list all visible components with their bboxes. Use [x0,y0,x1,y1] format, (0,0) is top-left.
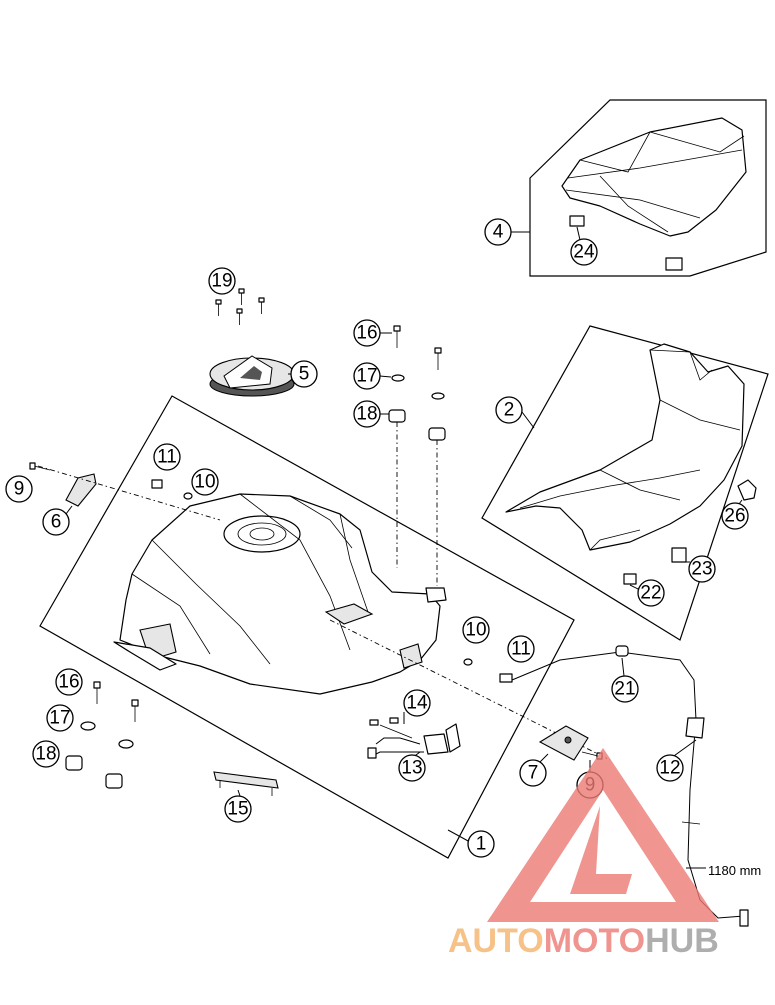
svg-text:17: 17 [356,366,377,387]
callout-6[interactable]: 6 [42,508,70,536]
seat-buffer[interactable] [623,547,687,585]
seat-bracket[interactable] [737,479,757,501]
svg-text:7: 7 [528,763,539,784]
svg-text:10: 10 [194,472,215,493]
tank-mount-washer-bottom[interactable] [80,721,134,749]
svg-text:4: 4 [493,222,504,243]
frame-fuel-tank [39,395,575,859]
callout-4[interactable]: 4 [484,218,512,246]
callout-2[interactable]: 2 [495,396,523,424]
tank-mount-washer-top[interactable] [391,374,445,400]
callout-1[interactable]: 1 [467,830,495,858]
nut-left[interactable] [151,479,163,489]
tank-side-bracket-right[interactable] [538,725,589,761]
washer-right[interactable] [463,658,473,666]
svg-text:17: 17 [49,708,70,729]
callout-5[interactable]: 5 [290,360,318,388]
svg-text:22: 22 [640,583,661,604]
svg-text:6: 6 [51,512,62,533]
callout-18-bottom[interactable]: 18 [32,740,60,768]
svg-text:2: 2 [504,400,515,421]
passenger-seat-rubber-buffer[interactable] [569,215,683,271]
callout-26[interactable]: 26 [721,502,749,530]
svg-text:9: 9 [14,479,25,500]
callout-22[interactable]: 22 [637,579,665,607]
svg-text:1: 1 [476,834,487,855]
fuel-cap[interactable] [209,355,295,397]
svg-text:16: 16 [356,323,377,344]
hose-length-label: 1180 mm [708,863,761,878]
tank-trim-strip[interactable] [213,771,279,796]
svg-text:18: 18 [35,744,56,765]
callout-11-left[interactable]: 11 [153,443,181,471]
callout-17-top[interactable]: 17 [353,362,381,390]
svg-text:11: 11 [157,447,177,468]
tank-mount-screw-top[interactable] [393,325,442,370]
svg-text:14: 14 [406,693,428,714]
tank-mount-screw-bottom[interactable] [93,681,139,722]
automotohub-watermark-logo: AUTOMOTOHUB [448,748,719,960]
callout-13[interactable]: 13 [398,754,426,782]
frame-passenger-seat [529,99,767,277]
callout-10-left[interactable]: 10 [191,468,219,496]
callout-12[interactable]: 12 [656,754,684,782]
svg-text:5: 5 [299,364,310,385]
callout-17-bottom[interactable]: 17 [46,704,74,732]
nut-right[interactable] [499,673,513,683]
callout-7[interactable]: 7 [519,759,547,787]
callout-21[interactable]: 21 [611,675,639,703]
tank-mount-rubber-bottom[interactable] [65,755,123,789]
svg-text:13: 13 [401,758,422,779]
callout-16-bottom[interactable]: 16 [55,668,83,696]
svg-text:26: 26 [724,506,745,527]
callout-23[interactable]: 23 [688,555,716,583]
hose-clamp[interactable] [615,645,629,657]
callout-15[interactable]: 15 [224,795,252,823]
svg-text:21: 21 [614,679,635,700]
callout-19[interactable]: 19 [208,267,236,295]
svg-text:18: 18 [356,404,377,425]
fuel-tank[interactable] [113,493,447,695]
callout-24[interactable]: 24 [570,238,598,266]
tank-side-bracket-left[interactable] [65,473,97,507]
callout-9-left[interactable]: 9 [5,475,33,503]
svg-text:10: 10 [465,620,486,641]
svg-text:24: 24 [573,242,595,263]
svg-text:11: 11 [511,639,531,660]
callout-14[interactable]: 14 [403,689,431,717]
svg-text:23: 23 [691,559,712,580]
fuel-level-sensor[interactable] [367,717,461,759]
rider-seat[interactable] [505,343,745,551]
washer-left[interactable] [183,492,193,500]
passenger-seat[interactable] [561,117,747,237]
callout-16-top[interactable]: 16 [353,319,381,347]
frame-rider-seat [481,325,769,641]
callout-11-right[interactable]: 11 [507,635,535,663]
watermark-text: AUTOMOTOHUB [448,922,719,960]
svg-text:19: 19 [211,271,232,292]
svg-text:12: 12 [659,758,680,779]
screw-left[interactable] [29,462,51,471]
callout-18-top[interactable]: 18 [353,400,381,428]
svg-text:16: 16 [58,672,79,693]
fuel-cap-screws[interactable] [215,288,265,325]
callout-10-right[interactable]: 10 [462,616,490,644]
svg-text:15: 15 [227,799,248,820]
